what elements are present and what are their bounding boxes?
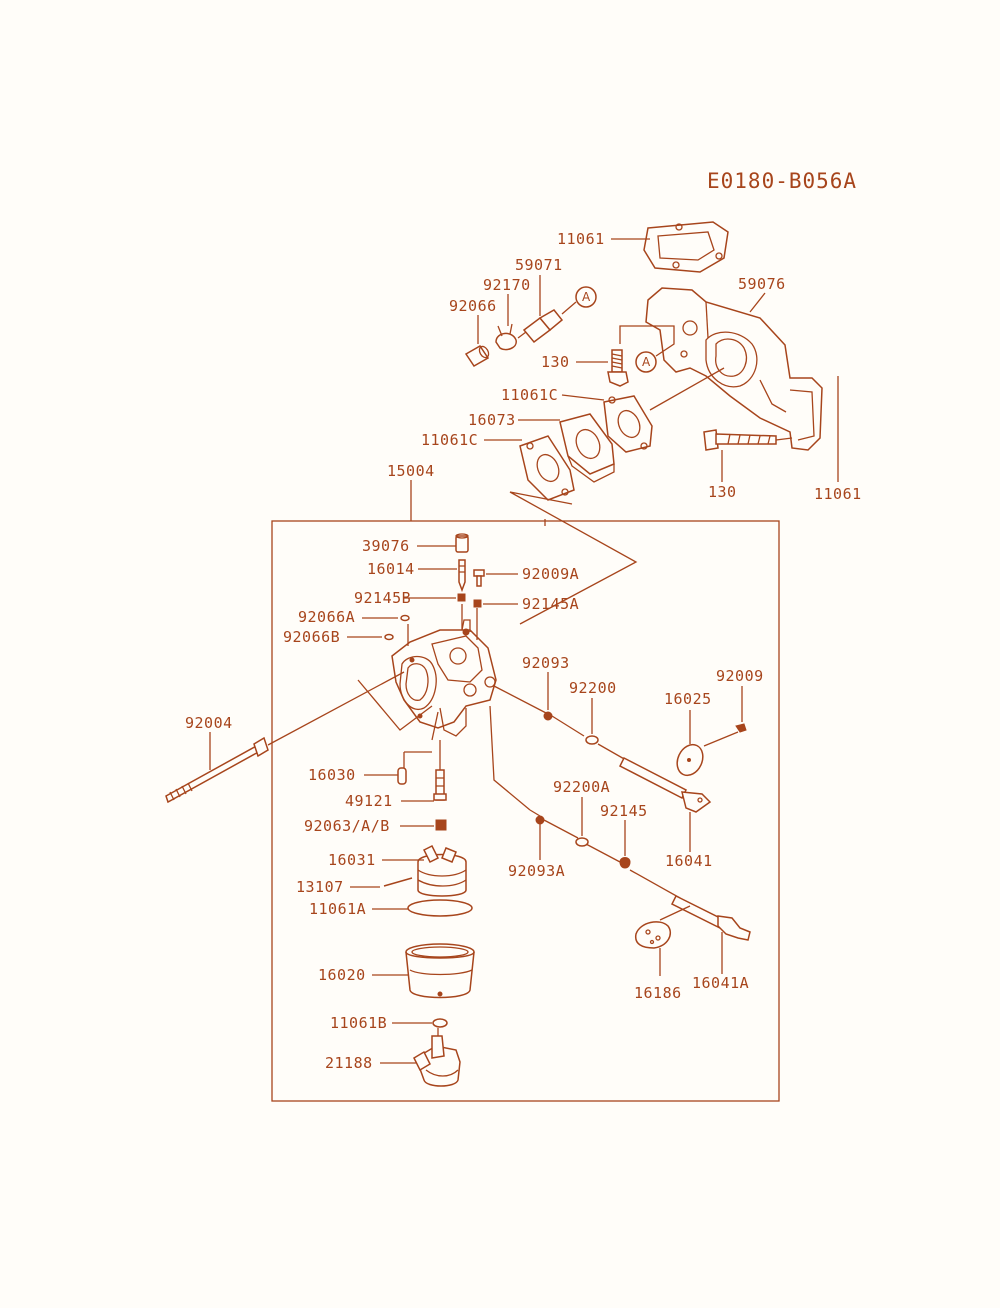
- spring-92145: [619, 857, 631, 869]
- seal-92093: [543, 711, 553, 721]
- label-11061a: 11061A: [309, 900, 366, 918]
- needle-16014: [458, 559, 466, 593]
- part-16030: [397, 767, 407, 785]
- label-130-b: 130: [708, 483, 737, 501]
- label-16031: 16031: [328, 851, 376, 869]
- label-11061-right: 11061: [814, 485, 862, 503]
- label-16041a: 16041A: [692, 974, 749, 992]
- plate-16025: [676, 743, 704, 777]
- label-11061c-b: 11061C: [421, 431, 478, 449]
- spring-92145b: [457, 593, 466, 602]
- label-59076: 59076: [738, 275, 786, 293]
- label-92145a: 92145A: [522, 595, 579, 613]
- label-92066: 92066: [449, 297, 497, 315]
- label-92200a: 92200A: [553, 778, 610, 796]
- clip-92170: [495, 323, 517, 351]
- shaft-16041: [597, 743, 712, 813]
- jet-92063: [435, 819, 447, 831]
- label-92009a: 92009A: [522, 565, 579, 583]
- label-92066b: 92066B: [283, 628, 340, 646]
- diagram-code: E0180-B056A: [707, 169, 857, 193]
- gasket-11061a: [407, 899, 473, 917]
- oring-92066b: [384, 633, 394, 641]
- bolt-130-lower: [703, 429, 777, 451]
- label-13107: 13107: [296, 878, 344, 896]
- part-39076: [455, 533, 469, 553]
- solenoid-21188: [413, 1028, 461, 1087]
- label-130-a: 130: [541, 353, 570, 371]
- bolt-130-upper: [607, 349, 629, 387]
- pin-13107: [383, 877, 413, 887]
- oring-92066a: [400, 614, 410, 622]
- label-11061b: 11061B: [330, 1014, 387, 1032]
- label-21188: 21188: [325, 1054, 373, 1072]
- label-16041: 16041: [665, 852, 713, 870]
- gasket-11061-top: [643, 221, 729, 273]
- label-16020: 16020: [318, 966, 366, 984]
- label-92145b: 92145B: [354, 589, 411, 607]
- label-92200: 92200: [569, 679, 617, 697]
- screw-92004: [165, 736, 269, 804]
- fitting-59071: [517, 309, 564, 344]
- washer-92200a: [575, 837, 589, 847]
- ref-mark-a-1: [575, 286, 597, 308]
- seal-92093a: [535, 815, 545, 825]
- label-92145: 92145: [600, 802, 648, 820]
- insulator-16073: [559, 413, 615, 483]
- label-16186: 16186: [634, 984, 682, 1002]
- label-16073: 16073: [468, 411, 516, 429]
- label-11061-top: 11061: [557, 230, 605, 248]
- label-92004: 92004: [185, 714, 233, 732]
- washer-11061b: [432, 1018, 448, 1028]
- label-16030: 16030: [308, 766, 356, 784]
- shaft-16041a: [670, 894, 751, 941]
- float-16031: [417, 844, 467, 897]
- washer-92200: [585, 735, 599, 745]
- plate-16186: [634, 921, 672, 949]
- carburetor-body: [391, 619, 497, 737]
- ref-mark-a-2: [635, 351, 657, 373]
- label-92066a: 92066A: [298, 608, 355, 626]
- intake-manifold-59076: [645, 287, 823, 451]
- gasket-11061c-lower: [519, 435, 575, 501]
- gasket-11061c-upper: [603, 395, 653, 453]
- label-11061c-a: 11061C: [501, 386, 558, 404]
- label-39076: 39076: [362, 537, 410, 555]
- tube-49121: [433, 769, 447, 801]
- part-92066: [464, 345, 490, 367]
- screw-92009: [735, 723, 747, 733]
- label-16014: 16014: [367, 560, 415, 578]
- screw-92009a: [473, 569, 485, 587]
- label-15004: 15004: [387, 462, 435, 480]
- ref-mark-a-2-label: A: [642, 355, 651, 369]
- bowl-16020: [405, 943, 475, 999]
- carburetor-assembly-frame: [271, 520, 780, 1102]
- label-92093a: 92093A: [508, 862, 565, 880]
- label-49121: 49121: [345, 792, 393, 810]
- label-59071: 59071: [515, 256, 563, 274]
- spring-92145a: [473, 599, 482, 608]
- label-92063: 92063/A/B: [304, 817, 390, 835]
- label-16025: 16025: [664, 690, 712, 708]
- ref-mark-a-1-label: A: [582, 290, 591, 304]
- label-92093: 92093: [522, 654, 570, 672]
- label-92170: 92170: [483, 276, 531, 294]
- label-92009: 92009: [716, 667, 764, 685]
